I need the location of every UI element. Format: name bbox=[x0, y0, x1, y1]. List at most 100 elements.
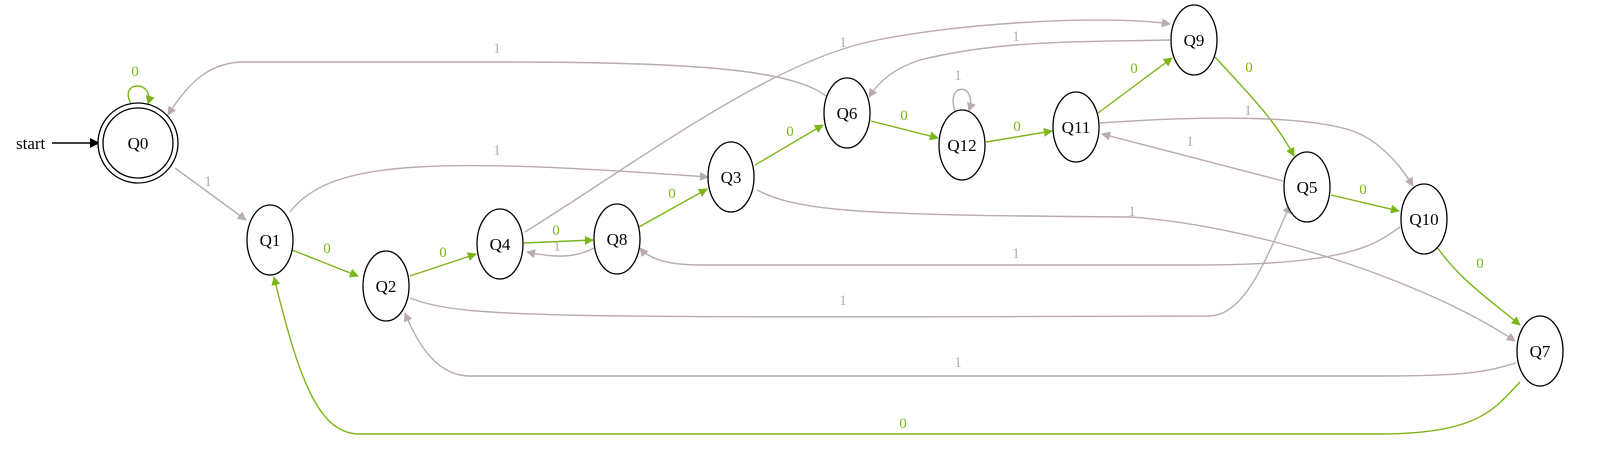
state-q12: Q12 bbox=[938, 109, 986, 181]
transition-arrow bbox=[409, 252, 477, 277]
state-ellipse bbox=[476, 208, 524, 280]
transition-q5-to-q11: 1 bbox=[1101, 131, 1284, 182]
state-ellipse bbox=[823, 77, 871, 149]
transition-q0-to-q1: 1 bbox=[174, 167, 247, 221]
state-q8: Q8 bbox=[593, 203, 641, 275]
state-ellipse bbox=[938, 109, 986, 181]
state-q7: Q7 bbox=[1516, 315, 1564, 387]
transition-symbol-label: 0 bbox=[899, 416, 907, 432]
transition-q1-to-q2: 0 bbox=[291, 241, 359, 278]
transition-symbol-label: 0 bbox=[1476, 256, 1484, 272]
state-label: Q7 bbox=[1530, 342, 1551, 361]
state-q9: Q9 bbox=[1170, 4, 1218, 76]
transition-arrow bbox=[271, 276, 1521, 435]
state-q10: Q10 bbox=[1400, 183, 1448, 255]
transition-q7-to-q1: 0 bbox=[271, 276, 1521, 435]
transition-q10-to-q7: 0 bbox=[1436, 246, 1521, 326]
transition-q10-to-q8: 1 bbox=[639, 226, 1401, 266]
state-q2: Q2 bbox=[362, 250, 410, 322]
transition-q2-to-q5: 1 bbox=[409, 204, 1291, 318]
state-ellipse bbox=[593, 203, 641, 275]
transition-q0-to-q0: 0 bbox=[127, 64, 155, 105]
transition-q3-to-q6: 0 bbox=[754, 124, 824, 166]
transition-arrow bbox=[289, 164, 709, 213]
state-label: Q5 bbox=[1297, 178, 1318, 197]
transition-symbol-label: 1 bbox=[204, 174, 212, 190]
transition-q11-to-q10: 1 bbox=[1099, 103, 1414, 187]
state-ellipse bbox=[1283, 151, 1331, 223]
state-q11: Q11 bbox=[1052, 91, 1100, 163]
transition-arrow bbox=[639, 226, 1401, 266]
state-ellipse bbox=[1516, 315, 1564, 387]
transition-arrow bbox=[167, 61, 827, 116]
state-ellipse bbox=[362, 250, 410, 322]
transition-symbol-label: 0 bbox=[552, 223, 560, 239]
transition-arrow bbox=[1214, 56, 1295, 157]
transition-q8-to-q3: 0 bbox=[638, 186, 708, 228]
transition-symbol-label: 0 bbox=[786, 124, 794, 140]
transition-arrow bbox=[985, 127, 1053, 143]
transition-symbol-label: 1 bbox=[1012, 246, 1020, 262]
state-q5: Q5 bbox=[1283, 151, 1331, 223]
transition-symbol-label: 1 bbox=[493, 41, 501, 57]
transition-q3-to-q7: 1 bbox=[756, 189, 1516, 342]
state-ellipse bbox=[246, 204, 294, 276]
transition-q1-to-q3: 1 bbox=[289, 143, 709, 213]
transition-arrow bbox=[523, 235, 594, 245]
transition-symbol-label: 1 bbox=[1128, 204, 1136, 220]
transition-symbol-label: 1 bbox=[954, 68, 962, 84]
transition-q4-to-q8: 0 bbox=[523, 223, 594, 245]
start-marker: start bbox=[16, 134, 100, 153]
transition-symbol-label: 1 bbox=[493, 143, 501, 159]
transition-q4-to-q9: 1 bbox=[524, 18, 1171, 233]
state-ellipse bbox=[1400, 183, 1448, 255]
transition-q5-to-q10: 0 bbox=[1330, 182, 1400, 214]
transition-symbol-label: 0 bbox=[1245, 60, 1253, 76]
transition-symbol-label: 0 bbox=[1359, 182, 1367, 198]
state-label: Q2 bbox=[376, 277, 397, 296]
transition-symbol-label: 0 bbox=[668, 186, 676, 202]
state-ellipse bbox=[1052, 91, 1100, 163]
transition-arrow bbox=[291, 249, 359, 278]
transition-symbol-label: 0 bbox=[1130, 61, 1138, 77]
state-label: Q11 bbox=[1062, 118, 1091, 137]
transition-symbol-label: 1 bbox=[839, 35, 847, 51]
transition-symbol-label: 0 bbox=[323, 241, 331, 257]
state-ellipse bbox=[1170, 4, 1218, 76]
state-q4: Q4 bbox=[476, 208, 524, 280]
transition-q9-to-q5: 0 bbox=[1214, 56, 1295, 157]
transition-q8-to-q4: 1 bbox=[526, 239, 595, 259]
transition-arrow bbox=[526, 247, 595, 259]
state-circle bbox=[102, 107, 174, 179]
state-label: Q8 bbox=[607, 230, 628, 249]
transition-arrow bbox=[756, 189, 1516, 342]
state-label: Q6 bbox=[837, 104, 858, 123]
transition-q6-to-q12: 0 bbox=[870, 108, 939, 141]
transition-arrow bbox=[754, 124, 824, 166]
transition-symbol-label: 1 bbox=[839, 293, 847, 309]
transition-symbol-label: 0 bbox=[439, 245, 447, 261]
transition-symbol-label: 0 bbox=[900, 108, 908, 124]
transition-arrow bbox=[1436, 246, 1521, 326]
state-label: Q3 bbox=[721, 168, 742, 187]
transition-arrow bbox=[868, 39, 1171, 98]
transition-arrow bbox=[952, 88, 976, 112]
transition-arrow bbox=[1101, 131, 1284, 182]
transition-symbol-label: 0 bbox=[131, 64, 139, 80]
state-q1: Q1 bbox=[246, 204, 294, 276]
transition-arrow bbox=[409, 204, 1291, 318]
state-label: Q10 bbox=[1409, 210, 1438, 229]
state-q6: Q6 bbox=[823, 77, 871, 149]
transition-symbol-label: 0 bbox=[1013, 119, 1021, 135]
transition-q7-to-q2: 1 bbox=[403, 312, 1517, 377]
transition-arrow bbox=[1097, 57, 1173, 114]
transition-arrow bbox=[1099, 117, 1414, 187]
transition-q9-to-q6: 1 bbox=[868, 29, 1171, 98]
transition-symbol-label: 1 bbox=[954, 355, 962, 371]
state-label: Q12 bbox=[947, 136, 976, 155]
state-label: Q9 bbox=[1184, 31, 1205, 50]
state-q3: Q3 bbox=[707, 141, 755, 213]
